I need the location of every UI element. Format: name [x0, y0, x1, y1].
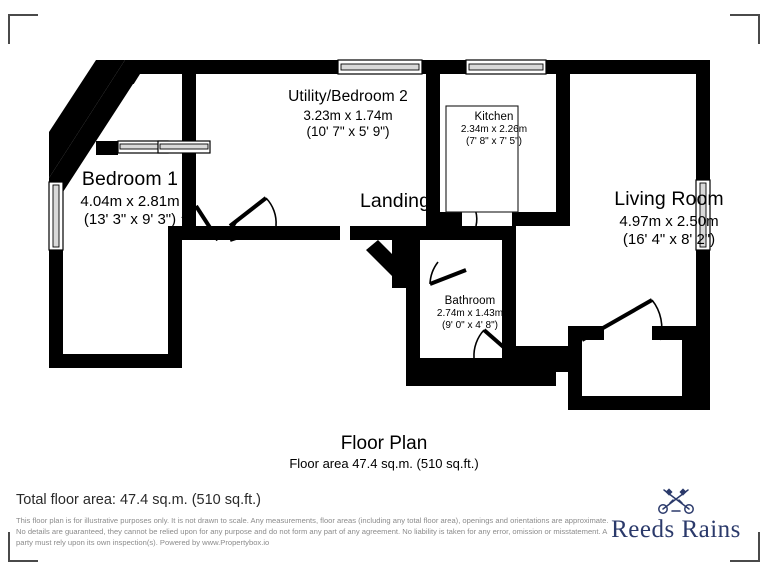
- room-dim-imperial-kitchen: (7' 8" x 7' 5"): [466, 136, 522, 148]
- wall-utility-left-upper: [182, 74, 196, 155]
- wall-bathroom-left: [406, 240, 420, 372]
- room-label-bathroom: Bathroom 2.74m x 1.43m (9' 0" x 4' 8"): [410, 294, 530, 332]
- wall-alcove-sill-left: [96, 141, 118, 155]
- room-dim-metric-livingroom: 4.97m x 2.50m: [619, 212, 719, 230]
- room-dim-imperial-bathroom: (9' 0" x 4' 8"): [442, 320, 498, 332]
- room-dim-metric-bedroom1: 4.04m x 2.81m: [80, 192, 180, 210]
- wall-lobby-bottom-2: [568, 396, 696, 410]
- floor-plan-drawing: [48, 59, 711, 410]
- plan-title: Floor Plan: [340, 433, 428, 454]
- room-interior-bedroom1-alcove: [104, 74, 182, 155]
- wall-utility-bottom-right: [350, 226, 426, 240]
- wall-livingroom-left-upper: [556, 74, 570, 226]
- room-label-utility: Utility/Bedroom 2 3.23m x 1.74m (10' 7" …: [248, 88, 448, 141]
- window-livingroom-right: [695, 179, 711, 251]
- wall-angled-top-left: [49, 60, 125, 178]
- door-landing: [229, 217, 267, 242]
- door-livingroom-landing: [429, 261, 467, 286]
- room-interior-utility: [196, 74, 426, 226]
- room-dim-imperial-utility: (10' 7" x 5' 9"): [306, 124, 390, 140]
- wall-utility-right: [426, 74, 440, 240]
- wall-lobby-left-2: [568, 326, 582, 410]
- wall-hall-step-upper-2: [516, 346, 568, 360]
- wall-utility-left-lower: [182, 141, 196, 240]
- room-label-landing: Landing: [330, 190, 460, 214]
- brand-logo: Reeds Rains: [606, 486, 746, 548]
- wall-landing-angle: [366, 240, 406, 288]
- plan-subtitle: Floor area 47.4 sq.m. (510 sq.ft.): [289, 456, 479, 471]
- room-dim-metric-bathroom: 2.74m x 1.43m: [436, 308, 504, 320]
- wall-structure: [49, 60, 710, 410]
- windows: [48, 59, 711, 251]
- room-interior-hall: [420, 240, 516, 372]
- room-dim-imperial-livingroom: (16' 4" x 8' 2"): [622, 231, 716, 249]
- room-name-livingroom: Living Room: [614, 188, 724, 210]
- wall-bathroom-bottom-2: [406, 358, 516, 372]
- window-utility-top: [337, 59, 423, 75]
- window-bedroom1-left: [48, 181, 64, 251]
- room-name-kitchen: Kitchen: [474, 111, 514, 123]
- room-interior-hall-strip2: [516, 332, 568, 346]
- disclaimer-text: This floor plan is for illustrative purp…: [16, 516, 609, 547]
- crossed-keys-icon: [658, 488, 694, 514]
- wall-bedroom1-right: [168, 226, 182, 368]
- room-label-livingroom: Living Room 4.97m x 2.50m (16' 4" x 8' 2…: [578, 188, 760, 249]
- room-name-landing: Landing: [359, 190, 431, 212]
- wall-bedroom1-bottom: [49, 354, 182, 368]
- room-interior-lobby: [582, 340, 682, 396]
- room-name-bedroom1: Bedroom 1: [81, 168, 179, 190]
- kitchen-outline-box: [445, 105, 519, 213]
- corner-mark-top-left: [8, 14, 38, 44]
- brand-name: Reeds Rains: [611, 516, 741, 543]
- wall-bathroom-right-2: [502, 240, 516, 372]
- room-label-kitchen: Kitchen 2.34m x 2.26m (7' 8" x 7' 5"): [448, 110, 540, 148]
- wall-kitchen-bottom-right: [512, 212, 556, 226]
- room-dim-imperial-bedroom1: (13' 3" x 9' 3"): [83, 211, 177, 229]
- door-bedroom1: [181, 204, 220, 242]
- room-interior-bedroom1-body: [63, 226, 182, 354]
- wall-lobby-top-left-2: [568, 326, 604, 340]
- room-name-bathroom: Bathroom: [444, 295, 496, 307]
- window-bedroom1-alcove: [117, 140, 211, 154]
- total-floor-area-text: Total floor area: 47.4 sq.m. (510 sq.ft.…: [16, 492, 262, 508]
- room-dim-metric-utility: 3.23m x 1.74m: [303, 107, 393, 123]
- room-label-bedroom1: Bedroom 1 4.04m x 2.81m (13' 3" x 9' 3"): [30, 168, 230, 229]
- wall-lobby-right-2: [682, 326, 696, 410]
- door-lobby: [581, 298, 663, 342]
- livingroom-lower-left-fill: [516, 226, 570, 332]
- door-utility: [228, 196, 277, 228]
- room-name-utility: Utility/Bedroom 2: [288, 88, 408, 105]
- window-kitchen-top: [465, 59, 547, 75]
- room-dim-metric-kitchen: 2.34m x 2.26m: [460, 124, 528, 136]
- door-bathroom: [473, 328, 518, 360]
